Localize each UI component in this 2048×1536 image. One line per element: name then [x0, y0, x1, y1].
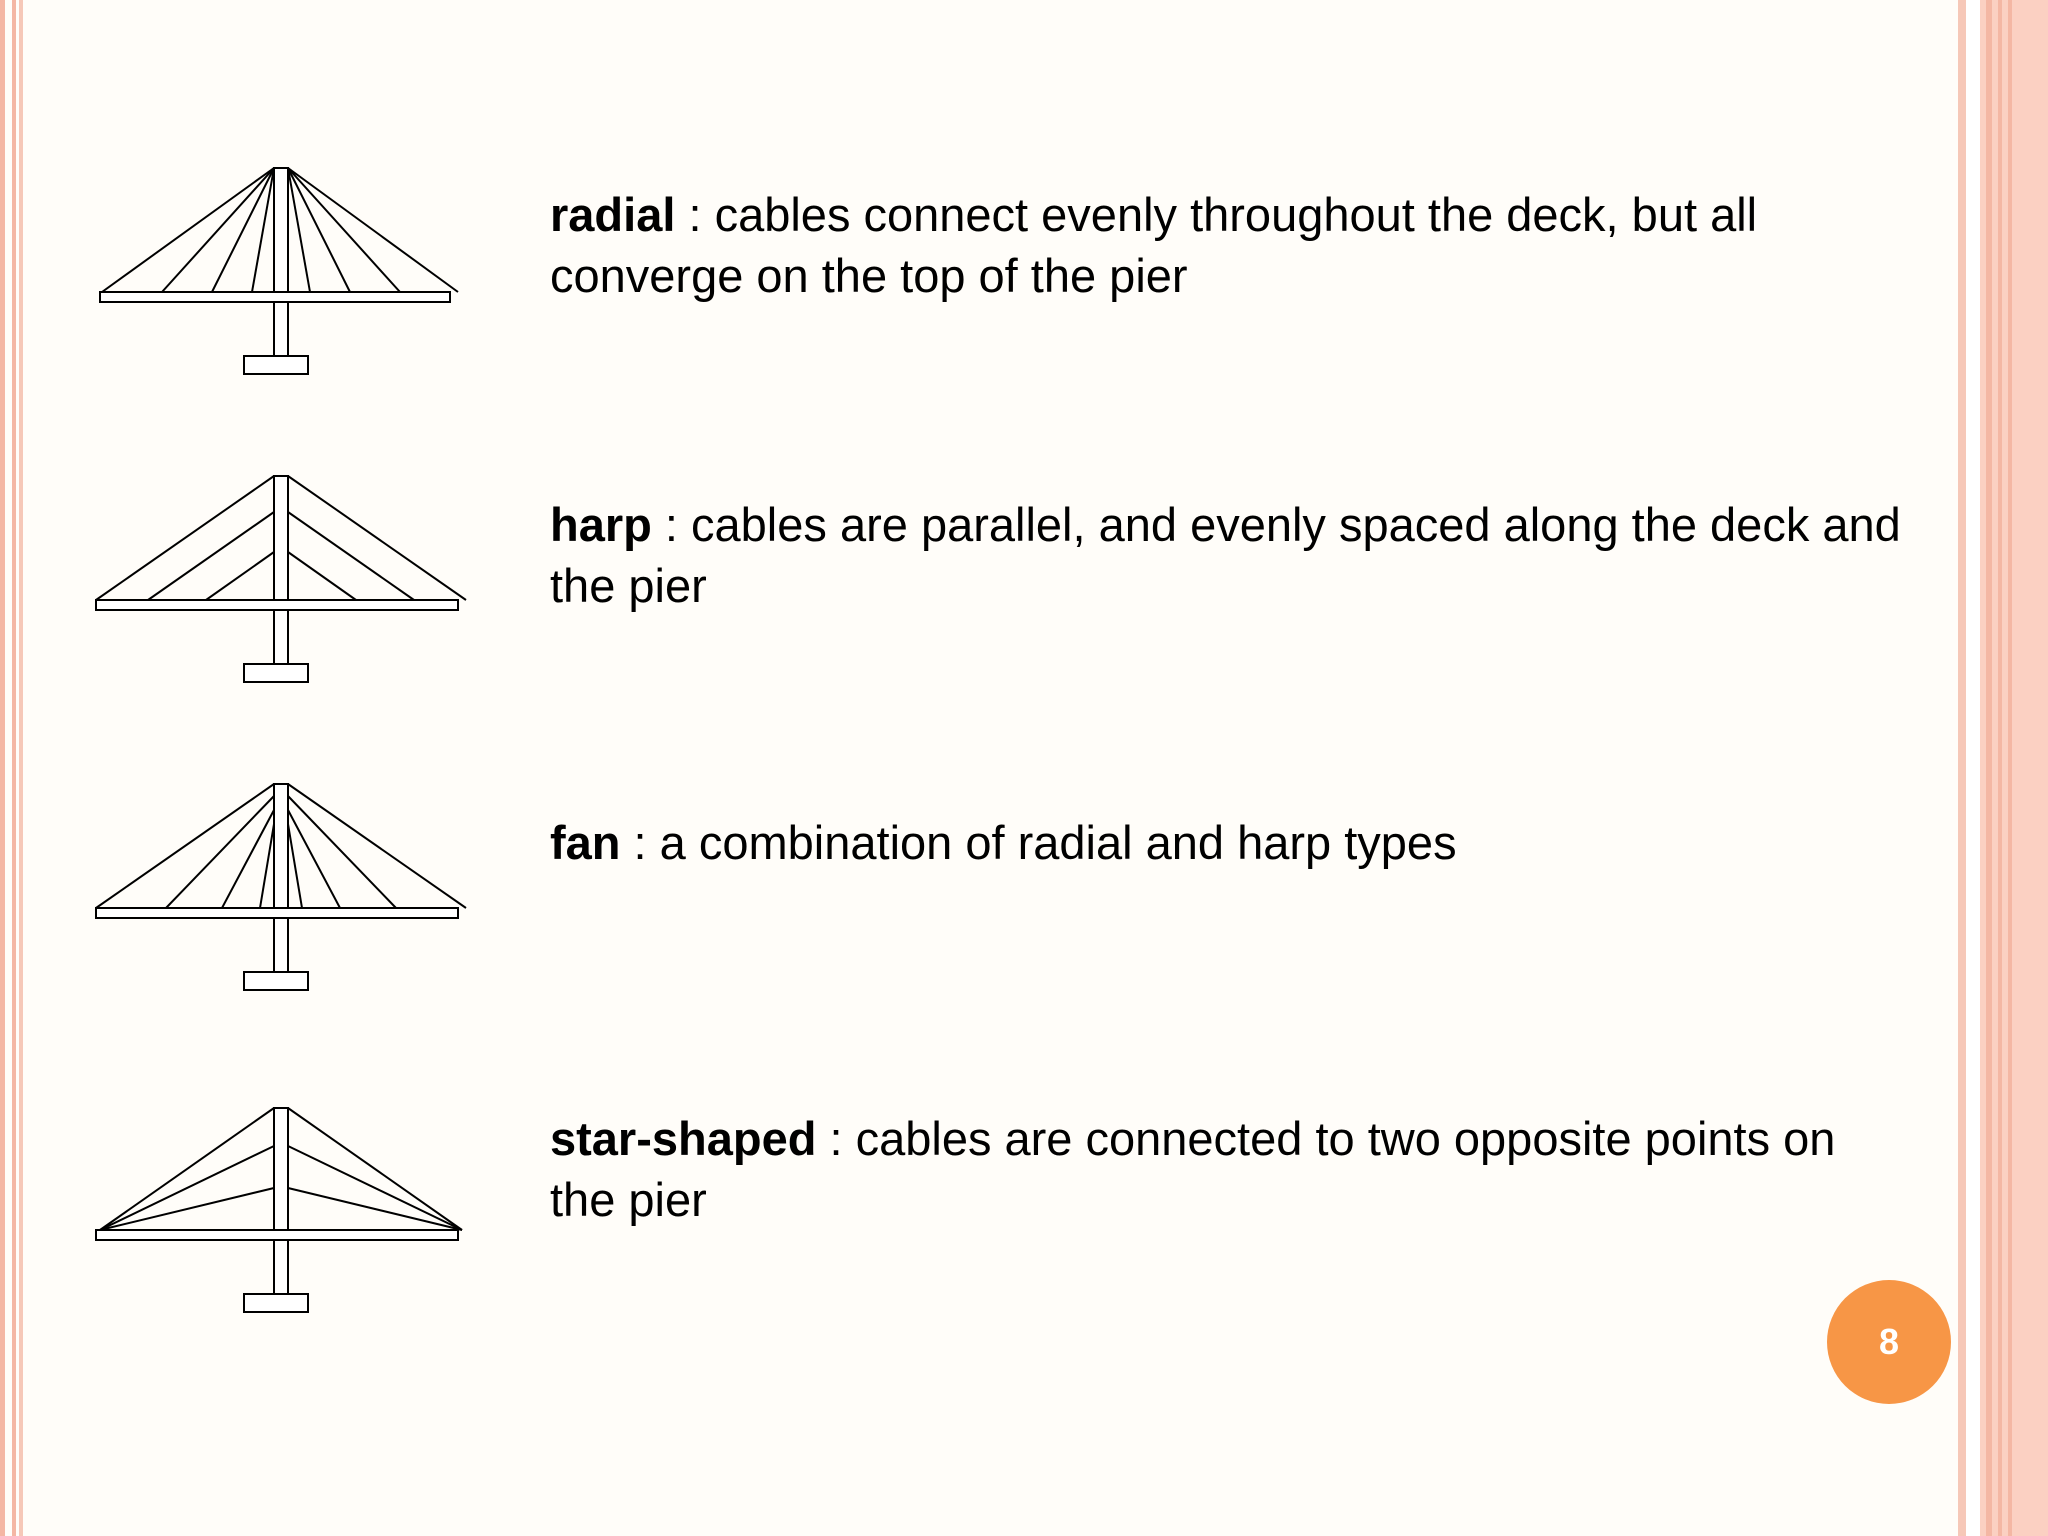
- slide-number-badge: 8: [1827, 1280, 1951, 1404]
- slide: radial : cables connect evenly throughou…: [26, 0, 1956, 1536]
- right-border: [1958, 0, 2048, 1536]
- row-harp: harp : cables are parallel, and evenly s…: [26, 470, 1956, 700]
- text-harp: : cables are parallel, and evenly spaced…: [550, 498, 1901, 612]
- row-star: star-shaped : cables are connected to tw…: [26, 1104, 1956, 1334]
- star-bridge-icon: [95, 1107, 463, 1313]
- description-radial: radial : cables connect evenly throughou…: [550, 184, 1910, 306]
- term-radial: radial: [550, 188, 676, 241]
- term-fan: fan: [550, 816, 621, 869]
- description-star: star-shaped : cables are connected to tw…: [550, 1108, 1910, 1230]
- row-fan: fan : a combination of radial and harp t…: [26, 780, 1956, 1010]
- text-radial: : cables connect evenly throughout the d…: [550, 188, 1758, 302]
- text-star: : cables are connected to two opposite p…: [550, 1112, 1836, 1226]
- harp-bridge-icon: [95, 475, 467, 683]
- description-harp: harp : cables are parallel, and evenly s…: [550, 494, 1910, 616]
- row-radial: radial : cables connect evenly throughou…: [26, 160, 1956, 390]
- description-fan: fan : a combination of radial and harp t…: [550, 812, 1910, 873]
- left-border-inner: [12, 0, 16, 1536]
- term-harp: harp: [550, 498, 652, 551]
- fan-bridge-icon: [95, 783, 467, 991]
- term-star: star-shaped: [550, 1112, 817, 1165]
- radial-bridge-icon: [99, 167, 459, 375]
- left-border: [0, 0, 5, 1536]
- left-border-inner2: [19, 0, 23, 1536]
- slide-number: 8: [1878, 1321, 1900, 1362]
- text-fan: : a combination of radial and harp types: [620, 816, 1457, 869]
